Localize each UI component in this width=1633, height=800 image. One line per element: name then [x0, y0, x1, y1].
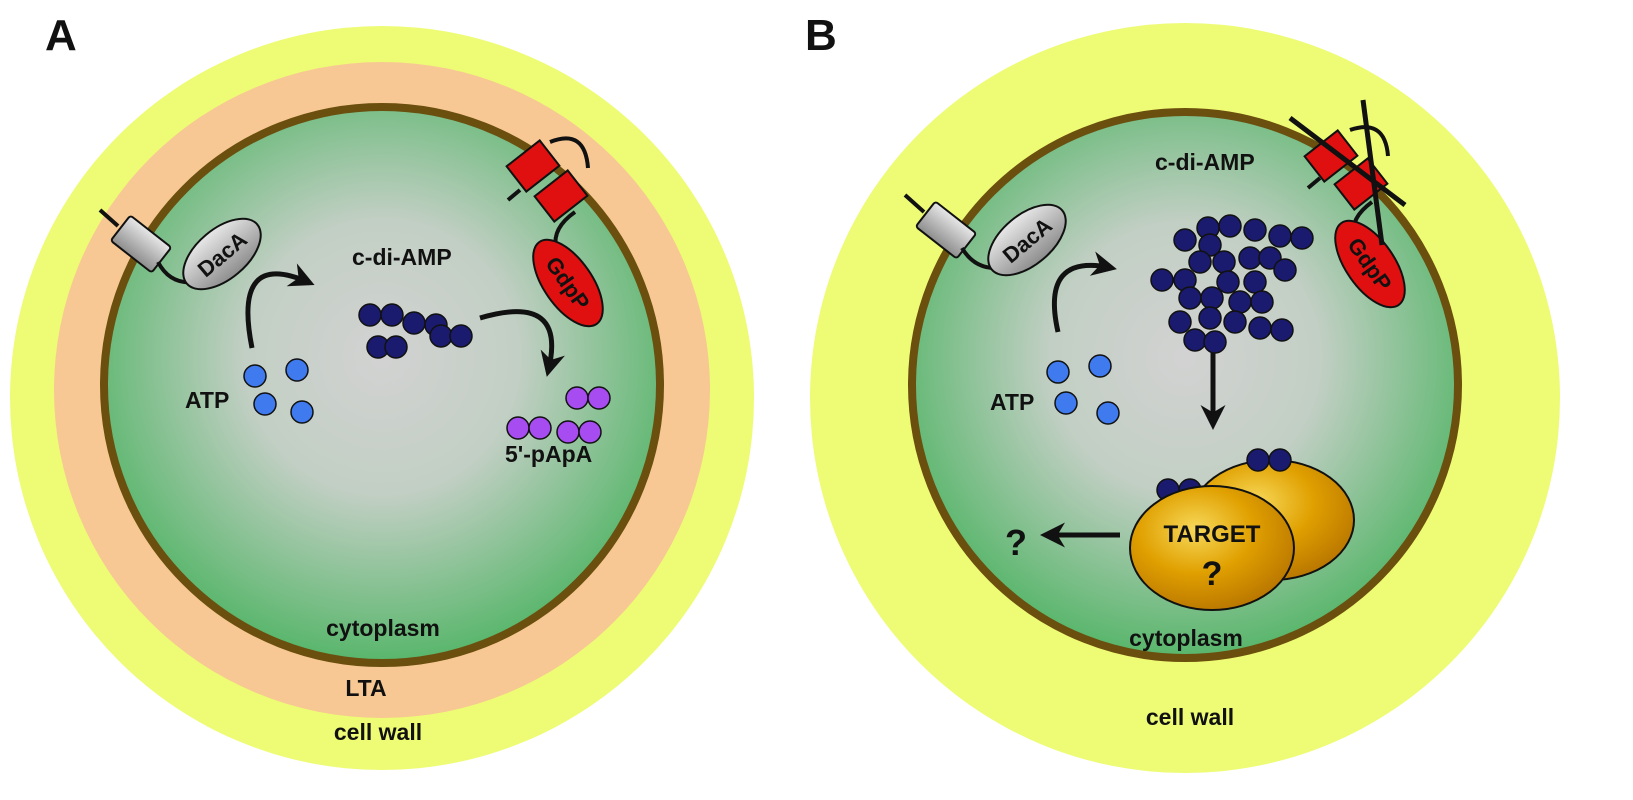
panel-a-gdpp-domain-1 [505, 139, 561, 193]
cdiamp-molecule [1188, 250, 1212, 274]
pApA-molecule [565, 386, 589, 410]
cdiamp-molecule [1218, 214, 1242, 238]
panel-b-synthesis-arrow [1052, 251, 1117, 333]
panel-a-degradation-arrow [479, 309, 565, 377]
panel-a-gdpp: GdpP [505, 136, 604, 328]
panel-b: B DacA GdpP [805, 11, 1560, 773]
panel-b-target-front [1129, 485, 1295, 611]
atp-molecule [1088, 354, 1112, 378]
pApA-molecule [506, 416, 530, 440]
cdiamp-molecule [384, 335, 408, 359]
panel-a-gdpp-domain-2 [533, 169, 589, 223]
panel-a-daca-anchor [110, 215, 172, 273]
atp-molecule [1054, 391, 1078, 415]
atp-molecule [253, 392, 277, 416]
cdiamp-molecule [1150, 268, 1174, 292]
atp-molecule [285, 358, 309, 382]
panel-a-cell-wall-label: cell wall [334, 719, 422, 745]
cdiamp-bound-molecule [1268, 448, 1292, 472]
panel-a-cdiamp-label: c-di-AMP [352, 244, 452, 270]
pApA-molecule [587, 386, 611, 410]
cdiamp-molecule [1250, 290, 1274, 314]
panel-b-gdpp-cross-line-1 [1288, 116, 1407, 207]
cdiamp-molecule [1270, 318, 1294, 342]
pApA-molecule [578, 420, 602, 444]
panel-b-cdiamp-label: c-di-AMP [1155, 149, 1255, 175]
panel-b-target-label: TARGET [1164, 521, 1261, 548]
panel-a: A DacA GdpP c-di-AMP ATP 5'-pApA [10, 11, 754, 770]
panel-a-pApA-molecules [506, 386, 611, 444]
panel-a-cytoplasm-label: cytoplasm [326, 615, 440, 641]
panel-a-atp-label: ATP [185, 387, 229, 413]
panel-b-cdiamp-molecules [1150, 214, 1314, 354]
cdiamp-molecule [1173, 228, 1197, 252]
panel-a-gdpp-enzyme [532, 238, 604, 328]
panel-a-lta-label: LTA [345, 675, 386, 701]
panel-b-letter: B [805, 11, 837, 60]
panel-a-pApA-label: 5'-pApA [505, 441, 592, 467]
atp-molecule [243, 364, 267, 388]
cdiamp-molecule [1212, 250, 1236, 274]
cdiamp-molecule [358, 303, 382, 327]
atp-molecule [1046, 360, 1070, 384]
panel-b-gdpp-enzyme [1334, 219, 1406, 309]
cdiamp-molecule [402, 311, 426, 335]
panel-b-gdpp: GdpP [1288, 99, 1407, 309]
panel-b-cell-wall-label: cell wall [1146, 704, 1234, 730]
atp-molecule [290, 400, 314, 424]
cdiamp-bound-molecule [1246, 448, 1270, 472]
panel-b-target-question: ? [1202, 555, 1223, 593]
cdiamp-molecule [1178, 286, 1202, 310]
cdiamp-molecule [429, 324, 453, 348]
cdiamp-molecule [1290, 226, 1314, 250]
pApA-molecule [556, 420, 580, 444]
panel-b-unknown-effect: ? [1005, 522, 1027, 563]
panel-a-cdiamp-molecules [358, 303, 473, 359]
panel-a-synthesis-arrow [245, 263, 315, 349]
atp-molecule [1096, 401, 1120, 425]
panel-b-daca-anchor [915, 201, 977, 259]
panel-b-gdpp-cross-line-2 [1360, 99, 1385, 246]
panel-b-target: TARGET ? [1129, 448, 1355, 611]
panel-a-letter: A [45, 11, 77, 60]
panel-b-atp-label: ATP [990, 389, 1034, 415]
cdiamp-molecule [1243, 218, 1267, 242]
cdiamp-molecule [1268, 224, 1292, 248]
panel-a-atp-molecules [243, 358, 314, 424]
cdiamp-molecule [1228, 290, 1252, 314]
panel-b-daca-enzyme [987, 203, 1067, 277]
cdiamp-molecule [1183, 328, 1207, 352]
cdiamp-molecule [1200, 286, 1224, 310]
cdiamp-molecule [1248, 316, 1272, 340]
cdiamp-molecule [1203, 330, 1227, 354]
panel-b-atp-molecules [1046, 354, 1120, 425]
cdiamp-molecule [1223, 310, 1247, 334]
cdiamp-molecule [1243, 270, 1267, 294]
pApA-molecule [528, 416, 552, 440]
cdiamp-molecule [380, 303, 404, 327]
cdiamp-molecule [449, 324, 473, 348]
cdiamp-molecule [1168, 310, 1192, 334]
cdiamp-molecule [1238, 246, 1262, 270]
panel-a-daca-enzyme [182, 217, 262, 291]
cdiamp-molecule [1273, 258, 1297, 282]
panel-b-cytoplasm-label: cytoplasm [1129, 625, 1243, 651]
cdiamp-molecule [1216, 270, 1240, 294]
cdiamp-molecule [1198, 306, 1222, 330]
